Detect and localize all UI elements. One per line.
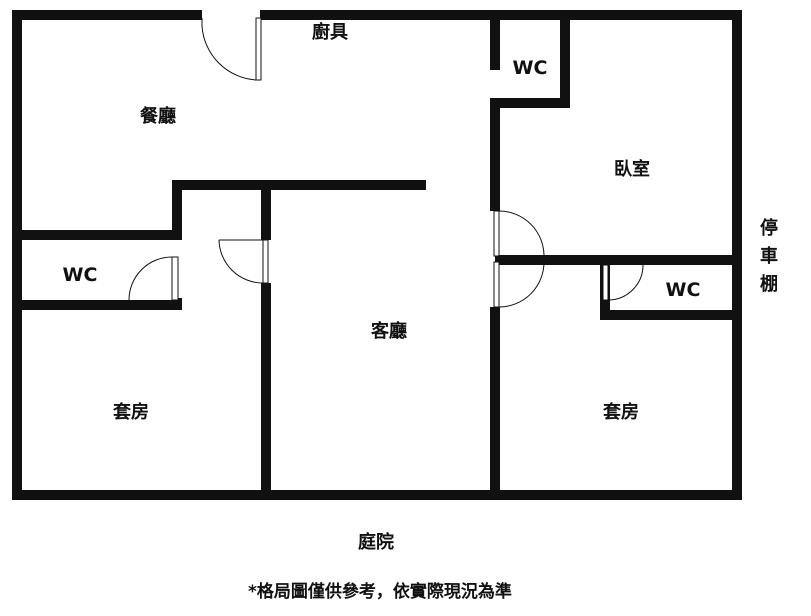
wall-living-left-upper: [261, 188, 271, 240]
door-bedroom: [493, 210, 545, 257]
room-label-suite-right: 套房: [603, 401, 639, 423]
doors: [128, 17, 644, 308]
wall-wc-top-stub: [490, 20, 500, 70]
wall-bedroom-bottom: [495, 255, 735, 265]
door-wc-right: [602, 264, 644, 301]
room-label-kitchen: 廚具: [312, 21, 348, 43]
wall-top-left: [12, 10, 202, 20]
wall-wc-left-top: [12, 230, 182, 240]
room-label-suite-left: 套房: [113, 401, 149, 423]
room-label-wc-left: WC: [63, 264, 98, 286]
wall-kitchen-divider: [172, 180, 426, 190]
disclaimer-note: *格局圖僅供參考，依實際現況為準: [248, 581, 512, 602]
door-suite-right: [493, 261, 545, 308]
wall-wc-top-bottom: [490, 98, 570, 108]
door-wc-left: [128, 256, 179, 301]
room-label-bedroom: 臥室: [614, 158, 650, 180]
wall-central-lower: [490, 307, 500, 492]
room-label-dining: 餐廳: [139, 105, 176, 127]
room-label-living: 客廳: [371, 320, 407, 342]
wall-wc-right-bottom: [600, 310, 735, 320]
room-label-wc-right: WC: [666, 279, 701, 301]
outer-walls: [12, 10, 742, 500]
wall-dining-step: [172, 180, 182, 238]
wall-top-right: [260, 10, 742, 20]
wall-wc-top-right: [560, 20, 570, 108]
carport-label-3: 棚: [760, 273, 778, 295]
wall-central-upper: [490, 98, 500, 211]
wall-wc-left-bottom: [12, 300, 182, 310]
door-kitchen: [201, 17, 262, 81]
wall-left: [12, 10, 22, 500]
carport-label-1: 停: [760, 217, 778, 239]
courtyard-label: 庭院: [358, 531, 394, 553]
interior-walls: [12, 20, 735, 495]
wall-living-left-lower: [261, 283, 271, 495]
door-living: [218, 239, 269, 284]
room-label-wc-top: WC: [513, 57, 548, 79]
wall-wc-left-side: [172, 298, 182, 310]
wall-bottom: [12, 490, 742, 500]
wall-right: [732, 10, 742, 500]
carport-label-2: 車: [760, 245, 778, 267]
